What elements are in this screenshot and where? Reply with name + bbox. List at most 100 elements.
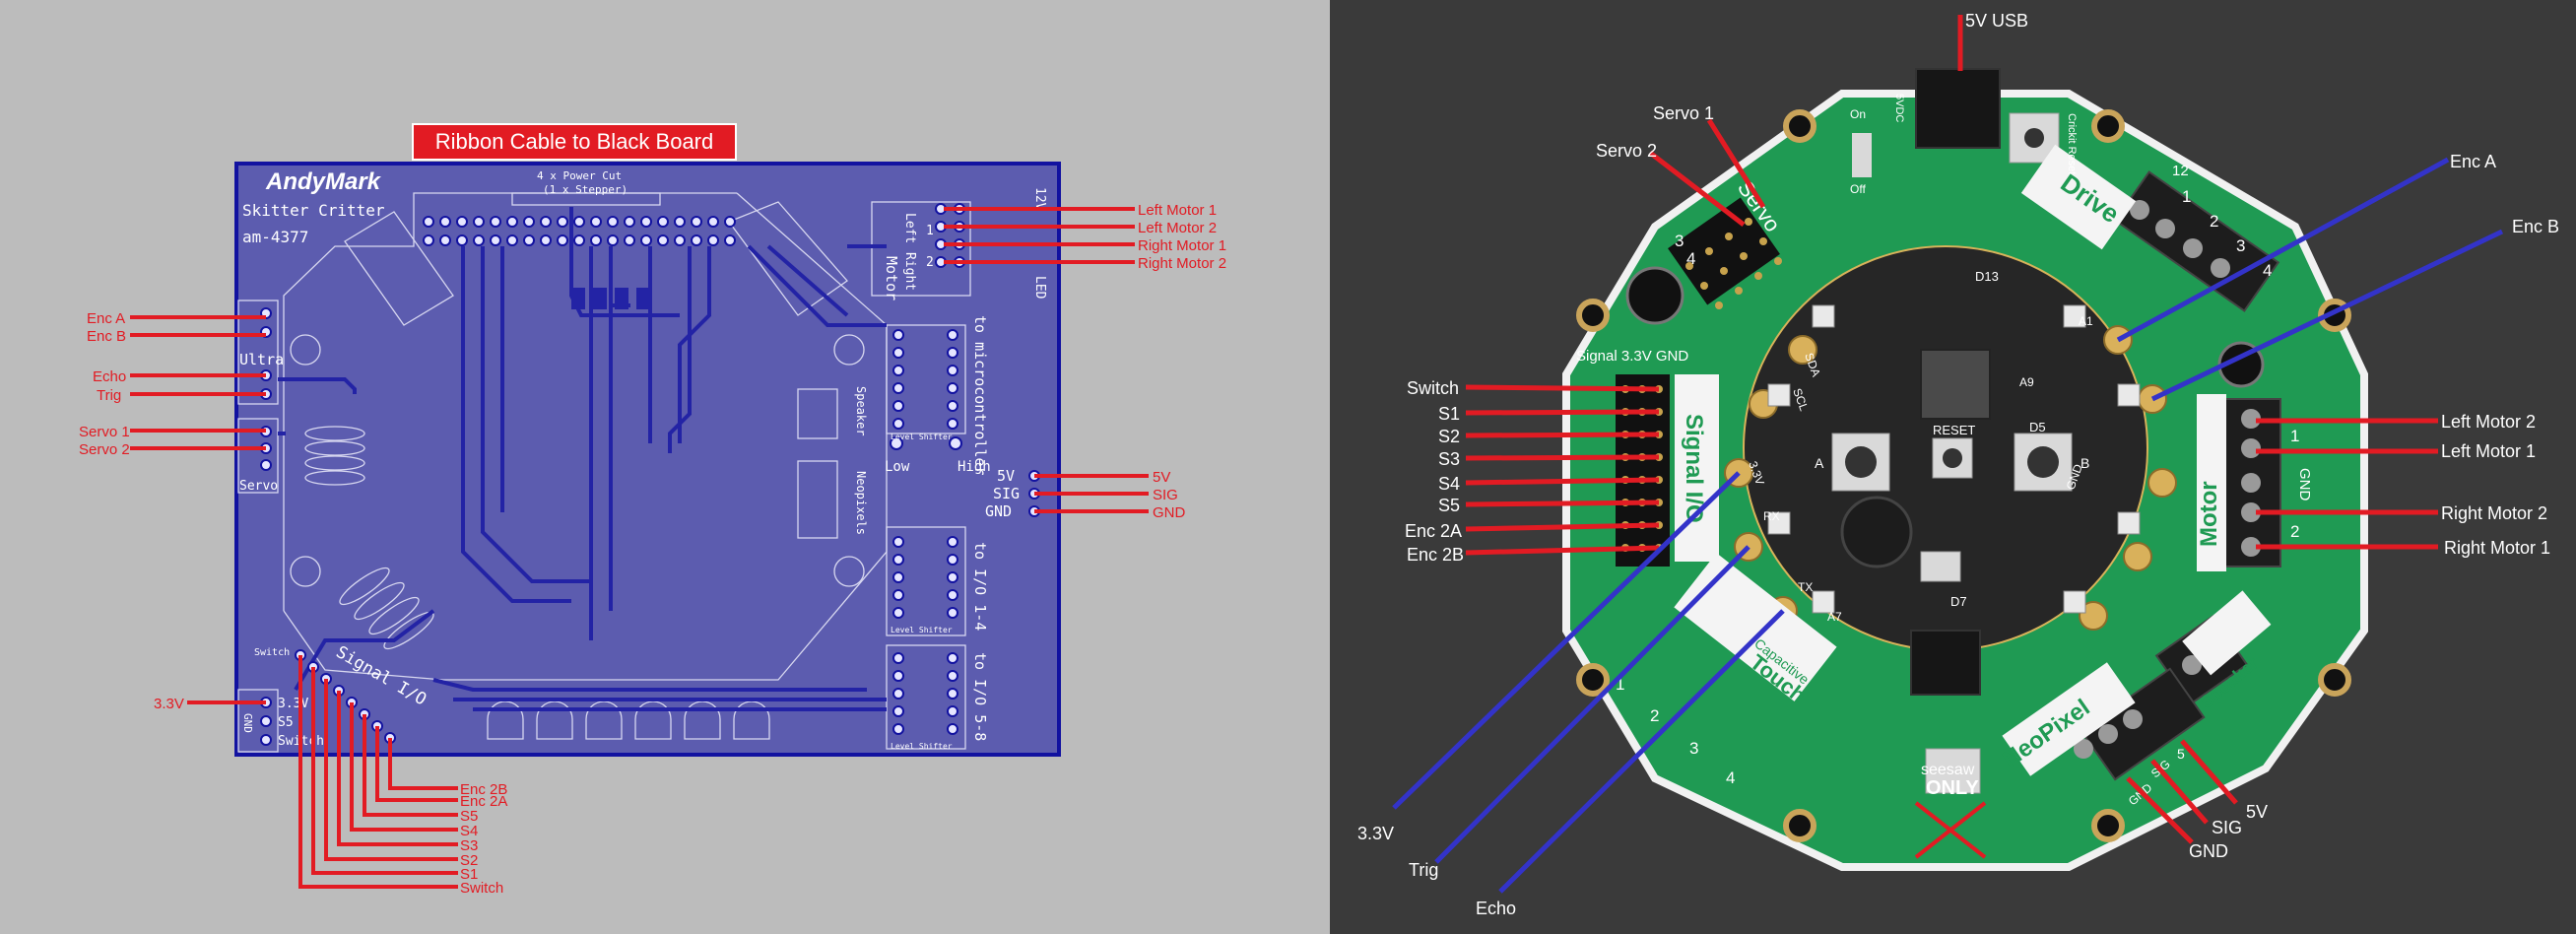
pcb-right: Right [902,252,917,291]
photo-label-enc-b: Enc B [2512,217,2559,236]
silk-a7: A7 [1827,610,1842,624]
photo-label-33v: 3.3V [1357,824,1394,843]
photo-label-switch: Switch [1407,378,1459,398]
photo-label-servo-1: Servo 1 [1653,103,1714,123]
pcb-5v-silk: 5V [997,467,1015,485]
silk-crickit-reset: Crickit Reset [2066,113,2078,174]
pcb-servo: Servo [239,479,278,494]
pcb-led: LED [1032,276,1047,300]
silk-touch-4: 4 [1726,768,1735,787]
ribbon-cable-banner: Ribbon Cable to Black Board [412,123,737,161]
pcb-brand: AndyMark [265,168,382,195]
pcb-left: Left [902,213,917,243]
pcb-power-cut: 4 x Power Cut [537,169,622,182]
mounting-holes [1576,109,2351,842]
jst-connector [1910,630,1981,696]
pcb-level-shifter-3: Level Shifter [891,742,953,751]
label-pixel-5v: 5V [1153,469,1170,486]
button-b-cap [2027,446,2059,478]
label-s2: S2 [460,852,478,869]
silk-servo-3: 3 [1675,232,1684,250]
board-photo-panel: Servo Drive Motor Signal I/O Signal 3.3V… [1330,0,2576,934]
silk-touch-3: 3 [1689,739,1698,758]
photo-label-s2: S2 [1438,427,1460,446]
pcb-12v: 12V [1032,187,1047,211]
photo-label-trig: Trig [1409,860,1438,880]
signal-header [1616,374,1670,567]
power-switch [1852,133,1872,177]
photo-label-sig: SIG [2212,818,2242,837]
silk-drive-12: 12 [2172,163,2189,179]
pcb-name: Skitter Critter [242,201,385,220]
silk-d5: D5 [2029,420,2046,434]
silk-drive-4: 4 [2263,261,2272,280]
label-trig: Trig [97,387,121,404]
label-enc-2a: Enc 2A [460,793,507,810]
silk-seesaw: seesaw [1921,762,1975,778]
silk-only: ONLY [1926,777,1979,799]
photo-label-5v: 5V [2246,802,2268,822]
pcb-low: Low [885,459,910,475]
silk-motor-gnd: GND [2296,468,2313,501]
pcb-level-shifter-2: Level Shifter [891,626,953,634]
silk-d7: D7 [1950,594,1967,609]
pcb-ultra: Ultra [239,351,284,368]
silk-tx: TX [1798,580,1813,594]
pcb-board [234,162,1061,757]
label-enc-b: Enc B [87,328,126,345]
silk-pixel-5: 5 [2177,746,2185,762]
silk-a1: A1 [2079,314,2093,328]
photo-red-leaders [1465,15,2438,844]
label-enc-2b: Enc 2B [460,781,507,798]
photo-label-servo-2: Servo 2 [1596,141,1657,161]
pcb-switch-silk-2: Switch [254,647,290,658]
reset-button-cap [1943,448,1962,468]
photo-label-usb: 5V USB [1965,11,2028,31]
silk-a9: A9 [2019,375,2034,389]
photo-label-s4: S4 [1438,474,1460,494]
label-left-motor-2: Left Motor 2 [1138,220,1217,236]
label-enc-a: Enc A [87,310,125,327]
pcb-high: High [958,459,991,475]
buzzer [1840,496,1913,568]
photo-blue-leaders [1392,157,2504,894]
pcb-s5-silk: S5 [278,715,294,730]
pcb-part: am-4377 [242,228,308,246]
label-switch: Switch [460,880,503,897]
neopixels [1767,304,2141,614]
dc-jack [1915,68,2001,149]
pcb-33v-silk: 3.3V [278,697,308,711]
pcb-motor-2: 2 [926,255,934,270]
photo-label-s3: S3 [1438,449,1460,469]
silk-signal-header: Signal 3.3V GND [1576,348,1688,365]
pcb-layout-drawing: AndyMark Skitter Critter am-4377 4 x Pow… [79,162,1226,897]
main-chip [1920,349,1991,420]
pcb-level-shifter-1: Level Shifter [891,433,953,441]
pcb-motor: Motor [883,256,900,300]
label-pixel-gnd: GND [1153,504,1186,521]
photo-label-left-motor-2: Left Motor 2 [2441,412,2536,432]
pcb-neopixels: Neopixels [854,471,868,535]
pcb-layout-panel: AndyMark Skitter Critter am-4377 4 x Pow… [0,0,1330,934]
label-s4: S4 [460,823,478,839]
silk-off: Off [1850,182,1866,196]
silk-motor: Motor [2196,481,2222,547]
pcb-to-io-5-8: to I/O 5-8 [971,652,989,741]
board-photo-drawing: Servo Drive Motor Signal I/O Signal 3.3V… [1357,11,2559,918]
photo-label-gnd: GND [2189,841,2228,861]
silk-motor-1: 1 [2290,427,2299,445]
label-33v: 3.3V [154,696,184,712]
silk-servo-4: 4 [1686,249,1695,268]
usb-cross-icon [1914,801,1987,859]
crickit-reset-cap [2024,128,2044,148]
label-right-motor-2: Right Motor 2 [1138,255,1226,272]
silk-on: On [1850,107,1866,121]
pcb-motor-1: 1 [926,224,934,238]
label-servo-1: Servo 1 [79,424,130,440]
pcb-gnd-silk: GND [985,502,1012,520]
photo-label-s5: S5 [1438,496,1460,515]
pcb-to-micro: to microcontroller [971,315,989,476]
label-right-motor-1: Right Motor 1 [1138,237,1226,254]
photo-label-right-motor-2: Right Motor 2 [2441,503,2547,523]
photo-label-enc-a: Enc A [2450,152,2496,171]
